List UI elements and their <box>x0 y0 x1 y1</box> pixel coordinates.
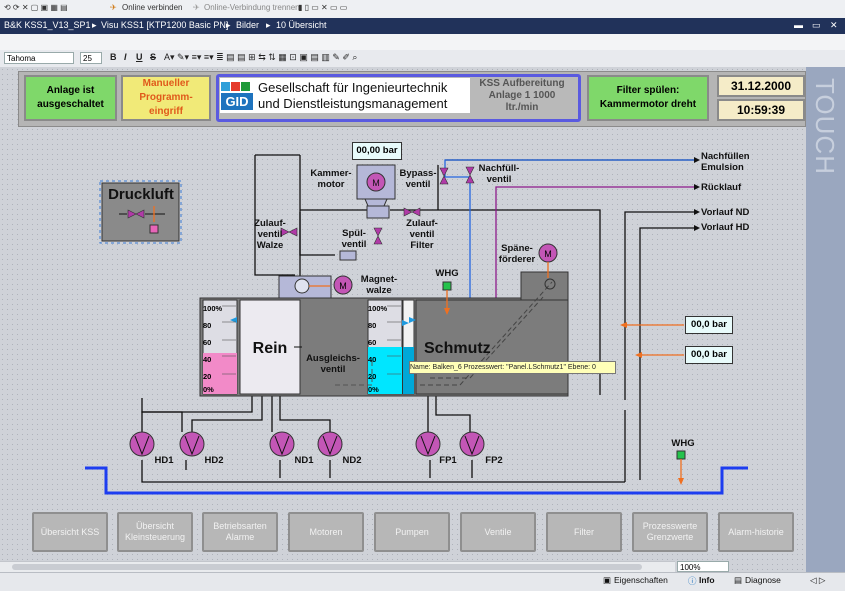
logo-area <box>220 78 470 113</box>
svg-text:M: M <box>339 281 347 291</box>
minimize-icon[interactable]: ▬ <box>794 20 803 30</box>
nav-button-pumpen[interactable]: Pumpen <box>374 512 450 552</box>
vorlauf-hd-label: Vorlauf HD <box>701 222 750 233</box>
online-disconnect-button[interactable]: Online-Verbindung trennen <box>204 3 300 12</box>
pump-hd2-label: HD2 <box>204 455 224 466</box>
druckluft-label: Druckluft <box>108 186 174 203</box>
logo-blocks-icon <box>221 82 251 93</box>
ruecklauf-label: Rücklauf <box>701 182 742 193</box>
spuel-label: Spül-ventil <box>341 228 367 250</box>
tab-properties[interactable]: Eigenschaften <box>614 575 668 585</box>
tooltip: Name: Balken_6 Prozesswert: "Panel.LSchm… <box>409 361 616 374</box>
kammermotor-box[interactable] <box>356 164 396 200</box>
date-field: 31.12.2000 <box>717 75 805 97</box>
pipe-floor <box>85 466 748 495</box>
touch-label: TOUCH <box>810 78 840 175</box>
nav-button-ventile[interactable]: Ventile <box>460 512 536 552</box>
magnetwalze-label: Magnet-walze <box>360 274 398 296</box>
pipe-ruecklauf <box>495 186 694 310</box>
breadcrumb-device[interactable]: Visu KSS1 [KTP1200 Basic PN] <box>101 20 229 30</box>
nav-button-betriebsarten[interactable]: Betriebsarten Alarme <box>202 512 278 552</box>
nav-button-kleinsteuerung[interactable]: Übersicht Kleinsteuerung <box>117 512 193 552</box>
breadcrumb-project[interactable]: B&K KSS1_V13_SP1 <box>4 20 91 30</box>
pump-nd1-label: ND1 <box>294 455 314 466</box>
nav-button-uebersicht-kss[interactable]: Übersicht KSS <box>32 512 108 552</box>
save-icon[interactable]: ⟲ ⟳ ✕ ▢ ▣ ▦ ▤ <box>4 3 68 12</box>
screen-canvas <box>0 67 806 572</box>
zulauf-filter-label: Zulauf-ventil Filter <box>406 218 438 251</box>
breadcrumb-sep-icon: ▸ <box>226 20 231 30</box>
italic-button[interactable]: I <box>124 52 127 62</box>
breadcrumb-sep-icon: ▸ <box>92 20 97 30</box>
company-name: Gesellschaft für Ingenieurtechnik und Di… <box>258 80 448 111</box>
zulauf-walze-label: Zulauf-ventil Walze <box>254 218 286 251</box>
nachfuellen-emulsion-label: Nachfüllen Emulsion <box>701 151 750 173</box>
font-select[interactable]: Tahoma <box>4 52 74 64</box>
breadcrumb-images[interactable]: Bilder <box>236 20 260 30</box>
pump-hd1-label: HD1 <box>154 455 174 466</box>
horizontal-scrollbar[interactable] <box>0 561 675 573</box>
properties-icon: ▣ <box>603 575 612 585</box>
logo: GID <box>221 93 253 110</box>
tab-info[interactable]: Info <box>699 575 715 585</box>
whg-label: WHG <box>435 268 459 279</box>
vorlauf-nd-label: Vorlauf ND <box>701 207 750 218</box>
bold-button[interactable]: B <box>110 52 117 62</box>
kammermotor-label: Kammer-motor <box>310 168 352 190</box>
filter-status[interactable]: Filter spülen: Kammermotor dreht <box>587 75 709 121</box>
selection-frame <box>99 180 182 244</box>
editor-tabstrip <box>0 34 845 50</box>
bypass-label: Bypass-ventil <box>399 168 437 190</box>
close-icon[interactable]: ✕ <box>830 20 838 30</box>
svg-text:M: M <box>372 178 380 188</box>
pipe-nachfuellen <box>444 159 694 310</box>
pump-fp2-label: FP2 <box>485 455 503 466</box>
kss-info: KSS Aufbereitung Anlage 1 1000 ltr./min <box>479 78 565 113</box>
spaene-label: Späne-förderer <box>498 243 536 265</box>
online-disconnect-icon: ✈ <box>193 3 200 12</box>
diagnose-icon: ▤ <box>734 575 743 585</box>
restore-icon[interactable]: ▭ <box>812 20 821 30</box>
info-icon: ⓘ <box>688 576 697 586</box>
svg-text:M: M <box>544 249 552 259</box>
nav-button-motoren[interactable]: Motoren <box>288 512 364 552</box>
schmutz-label: Schmutz <box>424 340 491 357</box>
pressure-hd-display[interactable]: 00,0 bar <box>685 346 733 364</box>
time-field: 10:59:39 <box>717 99 805 121</box>
tab-diagnose[interactable]: Diagnose <box>745 575 781 585</box>
manual-intervention[interactable]: Manueller Programm-eingriff <box>121 75 211 121</box>
strike-button[interactable]: S <box>150 52 157 62</box>
nav-button-filter[interactable]: Filter <box>546 512 622 552</box>
pump-nd2-label: ND2 <box>342 455 362 466</box>
rein-label: Rein <box>252 340 288 357</box>
process-diagram: M M M <box>85 154 748 495</box>
font-size-select[interactable]: 25 <box>80 52 102 64</box>
breadcrumb-screen[interactable]: 10 Übersicht <box>276 20 327 30</box>
right-scroll-panel <box>806 67 845 572</box>
pressure-nd-display[interactable]: 00,0 bar <box>685 316 733 334</box>
panel-arrows-icon[interactable]: ◁ ▷ <box>810 575 826 585</box>
breadcrumb: B&K KSS1_V13_SP1 ▸ Visu KSS1 [KTP1200 Ba… <box>0 18 845 34</box>
anlage-status[interactable]: Anlage ist ausgeschaltet <box>24 75 117 121</box>
nav-button-prozesswerte[interactable]: Prozesswerte Grenzwerte <box>632 512 708 552</box>
ausgleich-label: Ausgleichs-ventil <box>306 353 360 375</box>
pump-fp1-label: FP1 <box>439 455 457 466</box>
online-connect-icon: ✈ <box>110 3 117 12</box>
zoom-select[interactable]: 100% <box>677 561 729 572</box>
align-tools-icon[interactable]: A▾ ✎▾ ≡▾ ≡▾ ≣ ▤ ▤ ⊞ ⇆ ⇅ ▦ ⊡ ▣ ▤ ▥ ✎ ✐ ⌕ <box>164 52 358 62</box>
underline-button[interactable]: U <box>136 52 143 62</box>
pumps[interactable] <box>129 431 485 457</box>
online-connect-button[interactable]: Online verbinden <box>122 3 183 12</box>
nav-button-alarmhistorie[interactable]: Alarm-historie <box>718 512 794 552</box>
status-bar: ▣ Eigenschaften ⓘ Info ▤ Diagnose ◁ ▷ <box>0 572 845 591</box>
breadcrumb-sep-icon: ▸ <box>266 20 271 30</box>
misc-tool-icons[interactable]: ▮ ▯ ▭ ✕ ▭ ▭ <box>298 3 348 12</box>
pressure-top-display[interactable]: 00,00 bar <box>352 142 402 160</box>
nachfuell-label: Nachfüll-ventil <box>478 163 520 185</box>
whg2-label: WHG <box>671 438 695 449</box>
